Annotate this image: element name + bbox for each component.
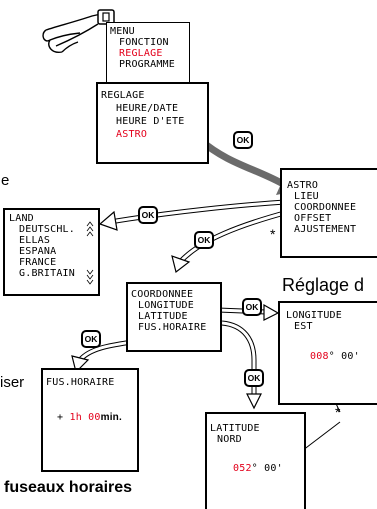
coordonnee-item-fushoraire: FUS.HORAIRE xyxy=(138,322,206,333)
arrow-astro-to-coordonnee xyxy=(172,212,288,272)
latitude-degrees-value: 052 xyxy=(233,463,252,474)
latitude-direction: NORD xyxy=(217,434,242,445)
reglage-title: REGLAGE xyxy=(101,90,145,101)
latitude-minutes-value: 00' xyxy=(264,463,283,474)
latitude-title: LATITUDE xyxy=(210,423,260,434)
fushoraire-value-row: + 1h 00min. xyxy=(57,412,122,423)
ok-button-1[interactable]: OK xyxy=(233,131,253,149)
fushoraire-minutes-value: 00 xyxy=(88,412,100,423)
astro-title: ASTRO xyxy=(287,180,318,191)
astro-item-lieu: LIEU xyxy=(294,191,319,202)
coordonnee-title: COORDONNEE xyxy=(131,289,193,300)
longitude-value-row: 008° 00' xyxy=(310,351,360,362)
longitude-degrees-value: 008 xyxy=(310,351,329,362)
reglage-item-heure-date: HEURE/DATE xyxy=(116,103,178,114)
menu-item-fonction: FONCTION xyxy=(119,37,169,48)
longitude-screen: LONGITUDE EST 008° 00' xyxy=(278,301,377,405)
land-screen: LAND DEUTSCHL. ELLAS ESPANA FRANCE G.BRI… xyxy=(3,208,100,296)
asterisk-marker: * xyxy=(335,404,340,420)
menu-item-programme: PROGRAMME xyxy=(119,59,175,70)
land-item-gbritain: G.BRITAIN xyxy=(19,268,75,279)
latitude-degree-symbol: ° xyxy=(252,463,258,474)
scroll-indicator-icon xyxy=(85,220,95,290)
ok-button-6[interactable]: OK xyxy=(244,369,264,387)
latitude-screen: LATITUDE NORD 052° 00' xyxy=(205,412,306,509)
ok-button-5[interactable]: OK xyxy=(81,330,101,348)
hand-icon xyxy=(43,14,101,52)
reglage-screen: REGLAGE HEURE/DATE HEURE D'ETE ASTRO xyxy=(96,82,209,164)
longitude-degree-symbol: ° xyxy=(329,351,335,362)
latitude-value-row: 052° 00' xyxy=(233,463,283,474)
ok-button-3[interactable]: OK xyxy=(194,231,214,249)
land-title: LAND xyxy=(9,213,34,224)
reglage-item-astro: ASTRO xyxy=(116,129,147,140)
arrow-astro-to-land xyxy=(100,202,285,230)
astro-item-ajustement: AJUSTEMENT xyxy=(294,224,356,235)
fushoraire-hours-value: 1h xyxy=(69,412,81,423)
fushoraire-unit: min. xyxy=(101,412,122,423)
coordonnee-item-longitude: LONGITUDE xyxy=(138,300,194,311)
menu-title: MENU xyxy=(110,26,135,37)
land-item-france: FRANCE xyxy=(19,257,56,268)
coordonnee-screen: COORDONNEE LONGITUDE LATITUDE FUS.HORAIR… xyxy=(126,282,222,352)
longitude-minutes-value: 00' xyxy=(341,351,360,362)
partial-text-iser: iser xyxy=(0,374,24,391)
astro-asterisk: * xyxy=(270,226,275,242)
longitude-direction: EST xyxy=(294,321,313,332)
reglage-item-heure-ete: HEURE D'ETE xyxy=(116,116,184,127)
menu-screen: MENU FONCTION REGLAGE PROGRAMME xyxy=(106,22,190,84)
fushoraire-title: FUS.HORAIRE xyxy=(46,377,114,388)
land-item-deutschl: DEUTSCHL. xyxy=(19,224,75,235)
ok-button-2[interactable]: OK xyxy=(138,206,158,224)
fushoraire-screen: FUS.HORAIRE + 1h 00min. xyxy=(41,368,139,472)
partial-text-e: e xyxy=(1,172,9,189)
fushoraire-sign: + xyxy=(57,412,63,423)
land-item-espana: ESPANA xyxy=(19,246,56,257)
astro-item-coordonnee: COORDONNEE xyxy=(294,202,356,213)
partial-text-reglage: Réglage d xyxy=(282,275,364,296)
menu-item-reglage: REGLAGE xyxy=(119,48,163,59)
heading-fuseaux-horaires: fuseaux horaires xyxy=(4,479,132,497)
astro-screen: ASTRO LIEU COORDONNEE OFFSET AJUSTEMENT xyxy=(280,168,377,258)
arrow-latitude xyxy=(222,323,261,408)
coordonnee-item-latitude: LATITUDE xyxy=(138,311,188,322)
land-item-ellas: ELLAS xyxy=(19,235,50,246)
longitude-title: LONGITUDE xyxy=(286,310,342,321)
astro-item-offset: OFFSET xyxy=(294,213,331,224)
ok-button-4[interactable]: OK xyxy=(242,298,262,316)
